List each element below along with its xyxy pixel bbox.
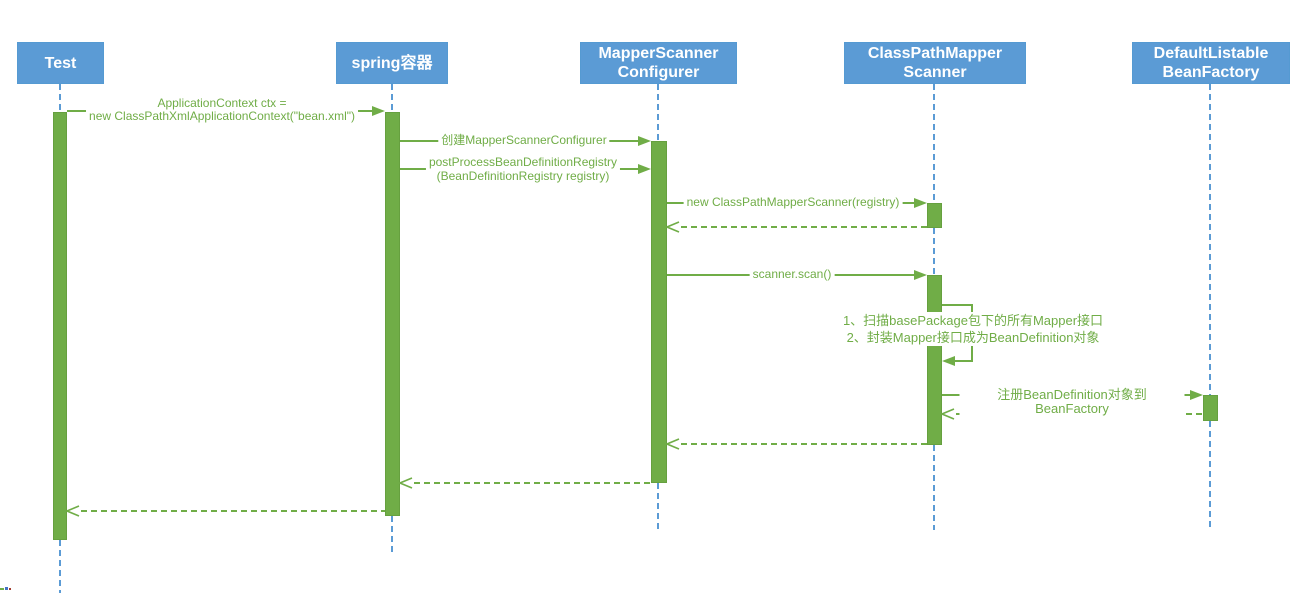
participant-mapper-scanner-configurer: MapperScanner Configurer [580, 42, 737, 84]
sync-arrow-icon [638, 164, 651, 174]
participant-spring-container: spring容器 [336, 42, 448, 84]
sync-arrow-icon [1190, 390, 1203, 400]
sync-arrow-icon [372, 106, 385, 116]
sync-arrow-icon [914, 198, 927, 208]
watermark-artifact [0, 588, 4, 590]
self-message-line [942, 304, 973, 306]
lifeline-test [59, 84, 61, 112]
sync-arrow-icon [638, 136, 651, 146]
lifeline-classpath-mapper-scanner [933, 228, 935, 275]
activation-default-listable-bean-factory [1203, 395, 1218, 421]
return-arrow-icon [666, 438, 680, 450]
sync-arrow-icon [942, 356, 955, 366]
participant-default-listable-bean-factory: DefaultListable BeanFactory [1132, 42, 1290, 84]
message-label: 创建MapperScannerConfigurer [438, 133, 610, 148]
participant-test: Test [17, 42, 104, 84]
lifeline-spring-container [391, 84, 393, 112]
sync-arrow-icon [914, 270, 927, 280]
return-message-line [681, 443, 927, 445]
message-label: scanner.scan() [749, 267, 835, 281]
return-message-line [414, 482, 651, 484]
activation-spring-container [385, 112, 400, 516]
activation-mapper-scanner-configurer [651, 141, 667, 483]
watermark-artifact [5, 587, 8, 590]
activation-test [53, 112, 67, 540]
return-message-line [81, 510, 385, 512]
lifeline-test [59, 540, 61, 593]
activation-classpath-mapper-scanner [927, 275, 942, 445]
return-arrow-icon [941, 408, 955, 420]
lifeline-classpath-mapper-scanner [933, 445, 935, 530]
message-label: postProcessBeanDefinitionRegistry (BeanD… [425, 155, 621, 183]
lifeline-default-listable-bean-factory [1209, 84, 1211, 395]
lifeline-mapper-scanner-configurer [657, 84, 659, 141]
self-message-line [955, 360, 973, 362]
activation-classpath-mapper-scanner [927, 203, 942, 228]
message-label: ApplicationContext ctx = new ClassPathXm… [86, 97, 358, 123]
lifeline-mapper-scanner-configurer [657, 483, 659, 530]
participant-classpath-mapper-scanner: ClassPathMapper Scanner [844, 42, 1026, 84]
lifeline-classpath-mapper-scanner [933, 84, 935, 203]
return-message-line [681, 226, 927, 228]
lifeline-default-listable-bean-factory [1209, 421, 1211, 530]
watermark-artifact [9, 588, 11, 590]
return-arrow-icon [666, 221, 680, 233]
lifeline-spring-container [391, 516, 393, 556]
message-label: new ClassPathMapperScanner(registry) [683, 195, 903, 209]
message-label: 1、扫描basePackage包下的所有Mapper接口 2、封装Mapper接… [839, 312, 1107, 346]
return-arrow-icon [66, 505, 80, 517]
message-label: 注册BeanDefinition对象到BeanFactory [959, 388, 1185, 416]
return-arrow-icon [399, 477, 413, 489]
